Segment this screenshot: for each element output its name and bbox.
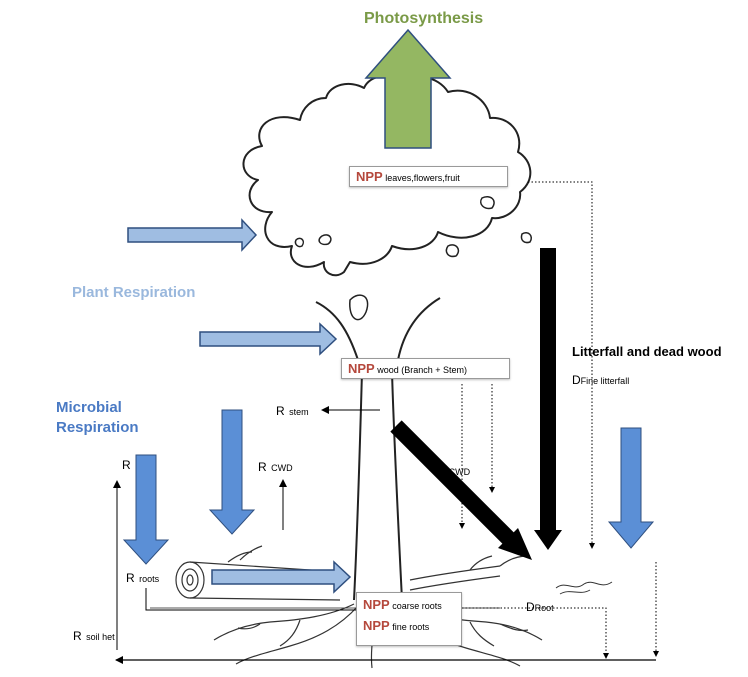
- npp-leaves-sub: leaves,flowers,fruit: [385, 173, 460, 183]
- npp-leaves-label: NPP: [356, 169, 383, 184]
- r-cwd-label: R CWD: [258, 458, 293, 476]
- npp-leaves-box: NPP leaves,flowers,fruit: [349, 166, 508, 187]
- microbial-respiration-arrow-cwd: [208, 409, 256, 535]
- npp-wood-label: NPP: [348, 361, 375, 376]
- npp-roots-box: NPP coarse roots NPP fine roots: [356, 592, 462, 646]
- litterfall-title-text: Litterfall and dead wood: [572, 344, 722, 359]
- microbial-respiration-title-line2: Respiration: [56, 419, 139, 436]
- r-roots-label: R roots: [126, 569, 159, 587]
- d-root-label: DRoot: [526, 598, 554, 616]
- r-soil-het-sub: soil het: [86, 632, 115, 642]
- r-top-main: R: [122, 458, 131, 472]
- d-root-main: D: [526, 600, 535, 614]
- npp-coarse-roots-row: NPP coarse roots: [363, 595, 455, 616]
- npp-coarse-roots-label: NPP: [363, 597, 390, 612]
- r-roots-connector: [145, 588, 356, 611]
- photosynthesis-title: Photosynthesis: [364, 10, 483, 28]
- canopy-hole: [520, 231, 533, 244]
- d-root-sub: Root: [534, 603, 554, 613]
- npp-coarse-roots-sub: coarse roots: [392, 601, 442, 611]
- canopy-hole: [349, 294, 369, 321]
- npp-wood-sub: wood (Branch + Stem): [377, 365, 468, 375]
- r-stem-main: R: [276, 404, 285, 418]
- plant-respiration-title-text: Plant Respiration: [72, 284, 196, 301]
- litterfall-arrow: [534, 248, 562, 550]
- tree-branch-left: [315, 301, 359, 361]
- npp-fine-roots-label: NPP: [363, 618, 390, 633]
- d-cwd-sub: CWD: [448, 467, 471, 477]
- dead-wood-arrow-head: [498, 528, 532, 560]
- d-fine-litterfall-main: D: [572, 373, 581, 387]
- r-roots-main: R: [126, 571, 135, 585]
- tree-branch-right: [397, 297, 441, 361]
- plant-respiration-title: Plant Respiration: [72, 284, 195, 301]
- litter-pile: [555, 581, 613, 595]
- d-fine-litterfall-label: DFine litterfall: [572, 371, 629, 389]
- tree-trunk-left: [353, 371, 363, 601]
- npp-wood-box: NPP wood (Branch + Stem): [341, 358, 510, 379]
- d-fine-litterfall-sub: Fine litterfall: [580, 376, 630, 386]
- r-soil-het-label: R soil het: [73, 627, 115, 645]
- npp-fine-roots-row: NPP fine roots: [363, 616, 455, 637]
- npp-fine-roots-sub: fine roots: [392, 622, 430, 632]
- dead-wood-arrow: [390, 420, 520, 550]
- r-top-label: R: [122, 456, 131, 474]
- root-respiration-arrow: [211, 560, 352, 594]
- dotted-flux-lines: [459, 181, 659, 659]
- plant-respiration-arrow-upper: [127, 218, 258, 252]
- r-cwd-sub: CWD: [271, 463, 293, 473]
- canopy-hole: [294, 237, 305, 248]
- microbial-respiration-title-line1: Microbial: [56, 399, 122, 416]
- photosynthesis-title-text: Photosynthesis: [364, 10, 484, 27]
- r-stem-sub: stem: [289, 407, 309, 417]
- plant-respiration-arrow-middle: [199, 322, 338, 356]
- litterfall-title: Litterfall and dead wood: [572, 344, 722, 359]
- fallen-log: [175, 545, 341, 601]
- tree-trunk-right: [391, 371, 403, 601]
- r-roots-sub: roots: [139, 574, 160, 584]
- d-cwd-label: DCWD: [440, 462, 470, 480]
- canopy-hole: [480, 196, 495, 210]
- photosynthesis-arrow: [364, 28, 452, 149]
- microbial-respiration-arrow-roots: [122, 454, 170, 565]
- canopy-hole: [445, 244, 460, 258]
- microbial-respiration-title: Microbial Respiration: [56, 398, 139, 438]
- r-stem-label: R stem: [276, 402, 309, 420]
- fallen-branch: [409, 555, 529, 591]
- litter-decomposition-arrow: [607, 427, 655, 549]
- r-soil-het-main: R: [73, 629, 82, 643]
- canopy-hole: [318, 234, 332, 246]
- d-cwd-main: D: [440, 464, 449, 478]
- r-cwd-main: R: [258, 460, 267, 474]
